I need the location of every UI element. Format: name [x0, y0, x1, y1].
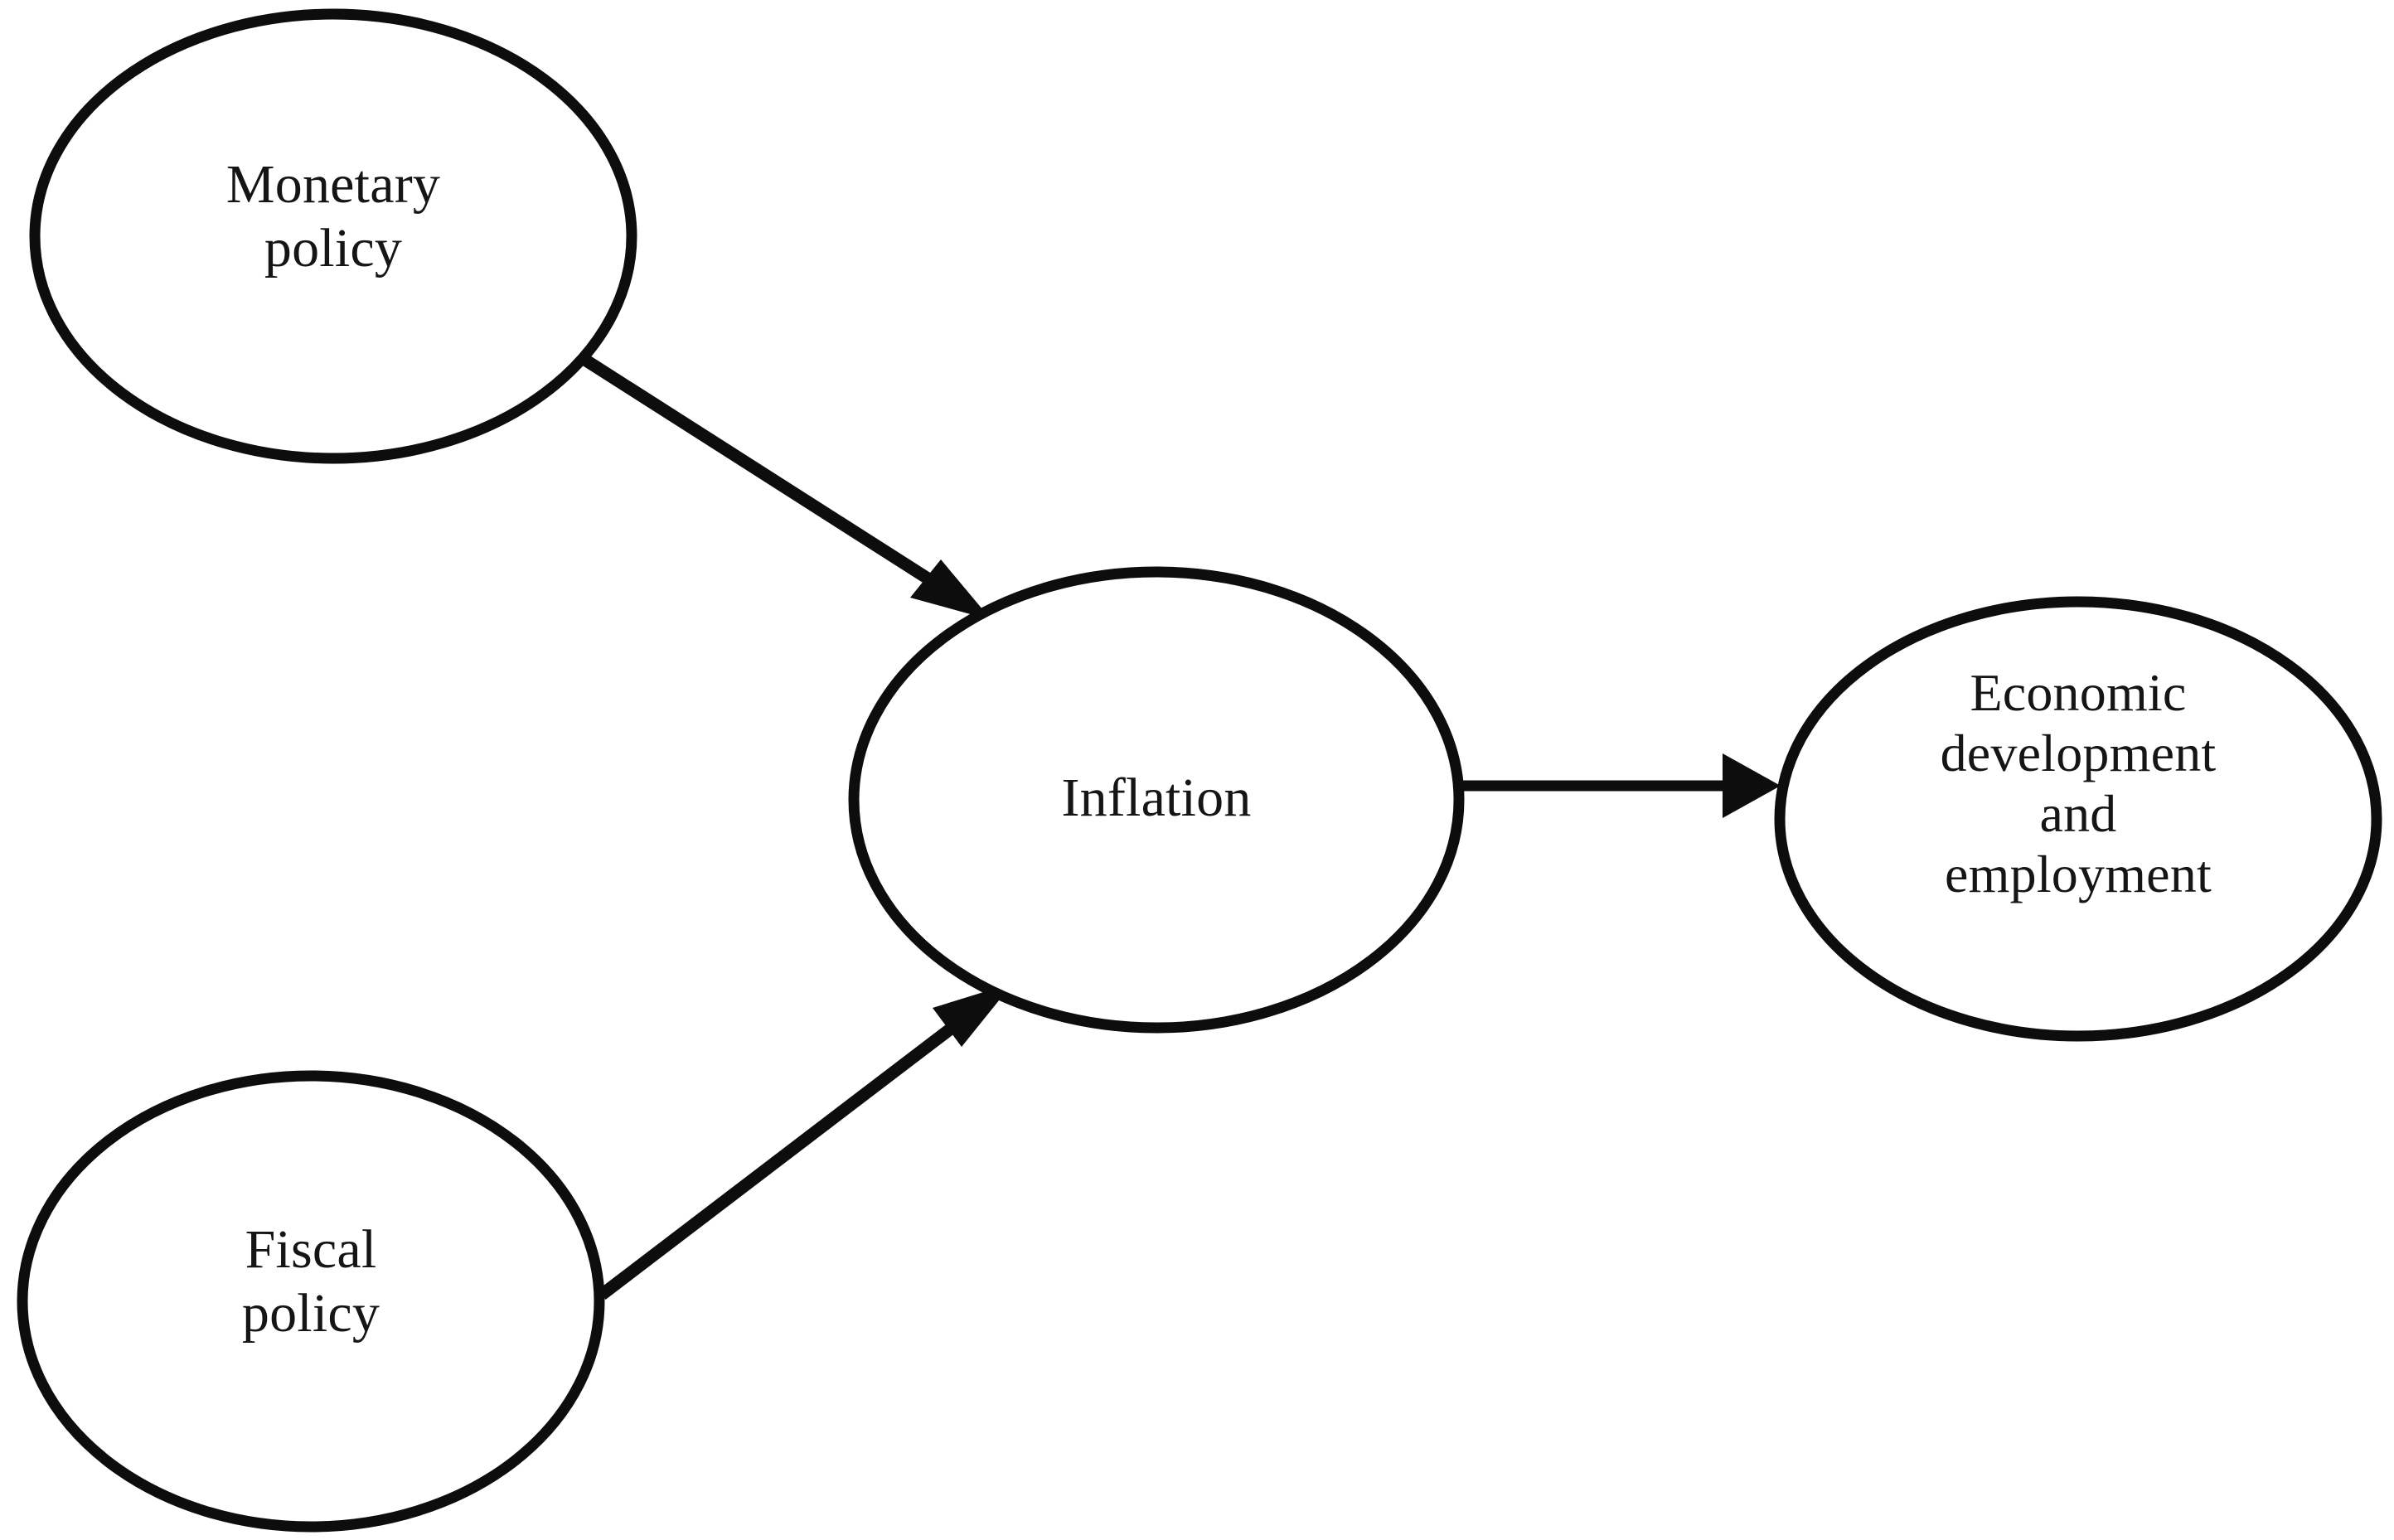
node-monetary-policy[interactable] [29, 8, 637, 464]
arrowhead-inflation-to-economic [1723, 753, 1781, 818]
node-inflation[interactable] [848, 566, 1465, 1034]
node-economic-development-and-employment[interactable] [1774, 596, 2382, 1042]
arrowhead-monetary-to-inflation [910, 559, 991, 620]
arrowhead-fiscal-to-inflation [933, 983, 1013, 1047]
edge-fiscal-policy-to-inflation [598, 983, 1013, 1300]
edge-line-fiscal-to-inflation [598, 1000, 986, 1300]
edge-monetary-policy-to-inflation [568, 346, 991, 620]
edge-inflation-to-economic-development [1440, 753, 1781, 818]
edge-line-monetary-to-inflation [568, 346, 966, 606]
node-fiscal-policy[interactable] [17, 1070, 605, 1533]
